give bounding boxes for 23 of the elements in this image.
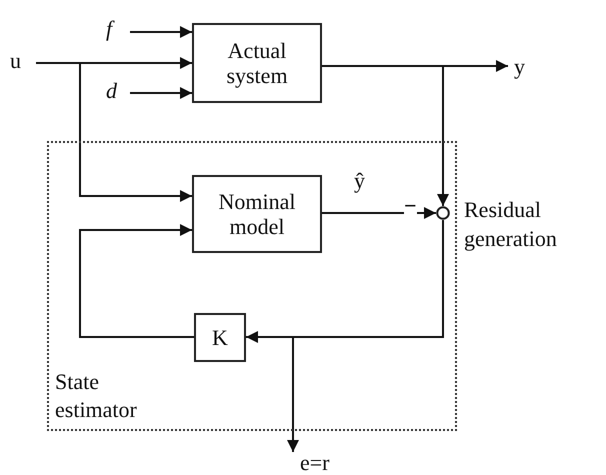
arrow [79, 224, 194, 338]
edge-label: ŷ [354, 170, 365, 192]
signal-label: u [10, 50, 30, 74]
block-caption: Residual generation [464, 196, 558, 253]
block-label: Nominal model [218, 188, 296, 240]
signal-label: e=r [286, 452, 356, 474]
signal-label: y [514, 56, 534, 80]
arrow [322, 207, 436, 219]
arrow [287, 220, 444, 452]
arrow [36, 62, 192, 202]
signal-label: d [106, 80, 124, 106]
group-title: State estimator [55, 368, 138, 424]
arrow [130, 26, 192, 38]
arrow [130, 87, 192, 99]
summing-junction [436, 206, 450, 220]
arrow [322, 65, 449, 206]
block-label: K [212, 324, 228, 350]
block-box [192, 23, 322, 103]
block-label: Actual system [225, 38, 289, 88]
dotted-group-box [47, 141, 457, 431]
block-box [194, 313, 246, 362]
signal-label: f [106, 18, 124, 44]
block-box [192, 175, 322, 253]
